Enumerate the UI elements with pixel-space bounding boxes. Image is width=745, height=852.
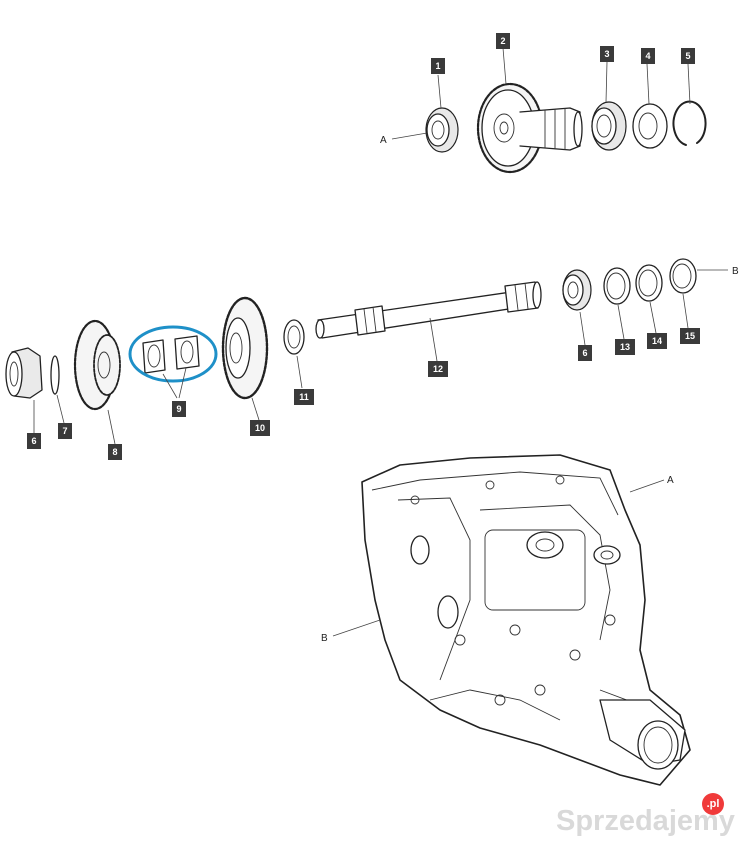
callout-6-left: 6	[27, 433, 41, 449]
gear-part-8	[73, 319, 121, 411]
callout-14: 14	[647, 333, 667, 349]
circlip-part-5	[672, 100, 707, 146]
callout-3: 3	[600, 46, 614, 62]
callout-13: 13	[615, 339, 635, 355]
svg-text:11: 11	[299, 392, 309, 402]
watermark-tld: .pl	[707, 798, 720, 810]
callout-labels: 1 2 3 4 5 6 6 7 8 9 10 11 12 13 14 15	[27, 33, 700, 460]
callout-15: 15	[680, 328, 700, 344]
callout-11: 11	[294, 389, 314, 405]
middle-shaft-assembly: B	[5, 258, 739, 445]
svg-text:9: 9	[176, 404, 181, 414]
ref-a-housing: A	[667, 475, 674, 486]
svg-text:14: 14	[652, 336, 662, 346]
callout-2: 2	[496, 33, 510, 49]
transmission-housing: A B	[321, 454, 691, 786]
top-shaft-assembly: A	[380, 82, 707, 174]
svg-text:3: 3	[604, 49, 609, 59]
callout-12: 12	[428, 361, 448, 377]
shim-part-13	[603, 267, 631, 305]
bearing-part-1	[425, 107, 459, 153]
callout-7: 7	[58, 423, 72, 439]
svg-text:6: 6	[31, 436, 36, 446]
callout-6-right: 6	[578, 345, 592, 361]
shim-part-15	[669, 258, 697, 294]
ref-b-mid: B	[732, 266, 739, 277]
bearing-part-3	[591, 101, 627, 151]
ref-a-top: A	[380, 135, 387, 146]
svg-text:12: 12	[433, 364, 443, 374]
bearing-part-6-right	[562, 269, 592, 311]
svg-text:5: 5	[685, 51, 690, 61]
callout-8: 8	[108, 444, 122, 460]
highlight-ring	[128, 325, 218, 383]
washer-part-4	[632, 103, 668, 149]
shim-part-14	[635, 264, 663, 302]
svg-text:1: 1	[435, 61, 440, 71]
callout-1: 1	[431, 58, 445, 74]
gear-shaft-part-2	[476, 82, 583, 174]
ref-b-housing: B	[321, 633, 328, 644]
svg-text:13: 13	[620, 342, 630, 352]
svg-text:7: 7	[62, 426, 67, 436]
svg-text:8: 8	[112, 447, 117, 457]
svg-text:10: 10	[255, 423, 265, 433]
svg-text:4: 4	[645, 51, 650, 61]
svg-text:2: 2	[500, 36, 505, 46]
watermark: Sprzedajemy .pl	[556, 793, 735, 837]
washer-part-7	[50, 355, 60, 395]
ring-part-11	[283, 319, 305, 355]
bearing-part-6-left	[5, 347, 43, 399]
callout-5: 5	[681, 48, 695, 64]
watermark-badge	[702, 793, 724, 815]
needle-bearing-pair-part-9	[142, 335, 200, 374]
callout-9: 9	[172, 401, 186, 417]
long-shaft-part-12	[315, 281, 542, 339]
callout-10: 10	[250, 420, 270, 436]
callout-4: 4	[641, 48, 655, 64]
svg-text:15: 15	[685, 331, 695, 341]
gear-part-10	[221, 296, 269, 400]
svg-text:6: 6	[582, 348, 587, 358]
